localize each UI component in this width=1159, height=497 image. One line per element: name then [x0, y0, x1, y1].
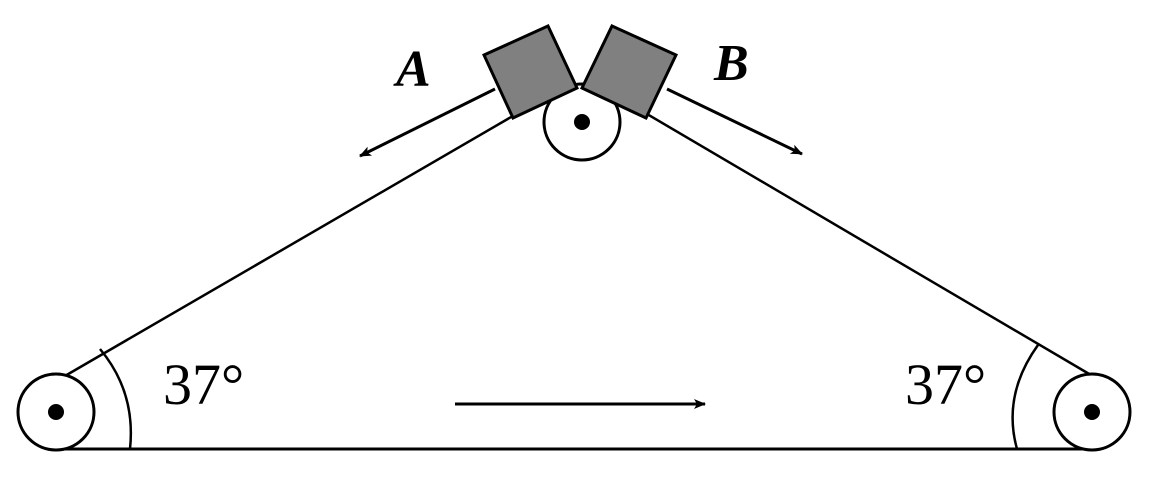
belt [57, 82, 1097, 451]
angle-left-label: 37° [163, 352, 244, 417]
pulley-top [542, 82, 622, 162]
block-b [579, 24, 679, 120]
angle-arc-right [1011, 344, 1040, 450]
angle-right-label: 37° [905, 352, 986, 417]
belt-right-incline [595, 82, 1097, 380]
block-b-label: B [713, 35, 749, 92]
block-a-label: A [393, 41, 431, 98]
pulley-right [1052, 372, 1132, 452]
block-a-arrow [359, 87, 496, 158]
block-b-arrow [666, 87, 803, 156]
belt-left-incline [57, 82, 569, 382]
pulley-left [16, 372, 96, 452]
block-a [482, 24, 579, 120]
angle-arc-left [99, 348, 133, 450]
